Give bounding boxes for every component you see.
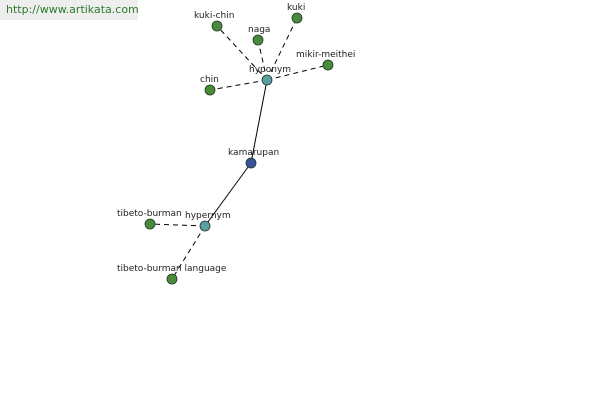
node-label-hypernym[interactable]: hypernym <box>185 211 231 221</box>
edge-hypernym-tibeto-burman-language <box>171 225 206 280</box>
node-label-tibeto-burman-language[interactable]: tibeto-burman language <box>117 264 227 274</box>
node-kuki-chin[interactable] <box>211 20 223 32</box>
node-hypernym[interactable] <box>199 220 211 232</box>
node-naga[interactable] <box>252 34 264 46</box>
node-hyponym[interactable] <box>261 74 273 86</box>
watermark-link[interactable]: http://www.artikata.com <box>0 0 139 20</box>
node-label-hyponym[interactable]: hyponym <box>249 65 291 75</box>
edges-layer <box>149 17 329 280</box>
edge-hyponym-kuki <box>266 17 298 81</box>
nodes-layer <box>144 12 334 285</box>
node-label-kamarupan[interactable]: kamarupan <box>228 148 279 158</box>
node-tibeto-burman-language[interactable] <box>166 273 178 285</box>
node-kamarupan[interactable] <box>245 157 257 169</box>
edge-hypernym-tibeto-burman <box>149 223 206 227</box>
edge-kamarupan-hypernym <box>204 162 252 227</box>
node-tibeto-burman[interactable] <box>144 218 156 230</box>
labels-layer: kamarupan hyponym hypernym kuki-chin naga kuk… <box>117 3 355 274</box>
node-label-tibeto-burman[interactable]: tibeto-burman <box>117 209 182 219</box>
edge-hyponym-kuki-chin <box>216 25 268 81</box>
edge-hyponym-mikir-meithei <box>266 64 329 81</box>
node-mikir-meithei[interactable] <box>322 59 334 71</box>
node-chin[interactable] <box>204 84 216 96</box>
node-label-kuki-chin[interactable]: kuki-chin <box>194 11 234 21</box>
edge-kamarupan-hyponym <box>250 79 268 164</box>
node-label-kuki[interactable]: kuki <box>287 3 305 13</box>
node-kuki[interactable] <box>291 12 303 24</box>
node-label-mikir-meithei[interactable]: mikir-meithei <box>296 50 355 60</box>
node-label-naga[interactable]: naga <box>248 25 270 35</box>
node-label-chin[interactable]: chin <box>200 75 219 85</box>
edge-hyponym-naga <box>257 39 268 81</box>
edge-hyponym-chin <box>209 79 268 91</box>
